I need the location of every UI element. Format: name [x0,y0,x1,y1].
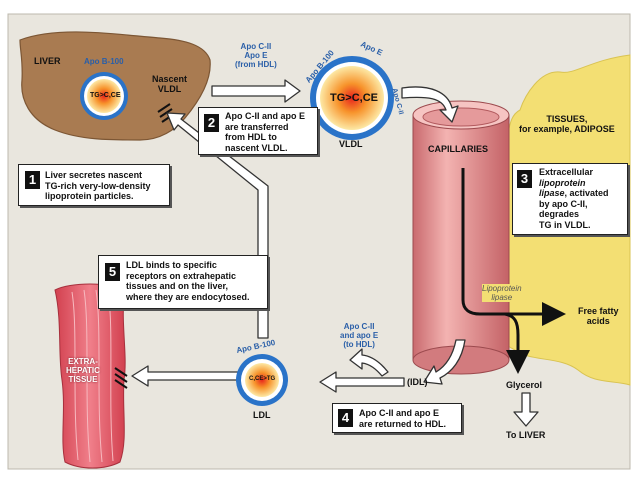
apo-from-hdl-label: Apo C-II Apo E (from HDL) [235,42,277,69]
vldl-particle [310,56,394,140]
step-3-number: 3 [517,170,532,188]
step-2-text: Apo C-II and apo E are transferred from … [225,111,305,153]
step-4-number: 4 [338,409,353,427]
tissues-adipose-label: TISSUES, for example, ADIPOSE [519,114,615,134]
lipolysis-pathway-lines [461,168,566,374]
vldl-label: VLDL [339,139,363,149]
ldl-core-label: C,CE>TG [249,376,276,382]
nascent-vldl-particle [80,72,128,120]
ldl-label: LDL [253,410,271,420]
step-1-text: Liver secretes nascent TG-rich very-low-… [45,170,151,201]
apo-to-hdl-label: Apo C-II and apo E (to HDL) [340,322,379,349]
arrow-capillary-to-idl [423,339,466,385]
muscle-receptor-mark [114,367,128,389]
step-1-box: 1 Liver secretes nascent TG-rich very-lo… [18,164,170,206]
arrow-liver-to-vldl [211,79,301,103]
step-5-text: LDL binds to specific receptors on extra… [126,260,250,302]
capillaries-label: CAPILLARIES [428,144,489,154]
step-2-number: 2 [204,114,219,132]
lipoprotein-lipase-label: Lipoprotein lipase [482,284,522,302]
step-5-box: 5 LDL binds to specific receptors on ext… [98,255,268,309]
arrow-vldl-to-capillary [401,86,459,123]
step-3-text: Extracellular lipoprotein lipase, activa… [539,167,609,230]
tg-nascent-core-label: TG>C,CE [90,92,121,99]
idl-label: (IDL) [407,377,428,387]
free-fatty-acids-label: Free fatty acids [578,306,619,326]
capillary-tube-body [412,114,510,361]
step-5-number: 5 [105,263,120,281]
step-4-text: Apo C-II and apo E are returned to HDL. [359,408,447,429]
step-4-box: 4 Apo C-II and apo E are returned to HDL… [332,403,462,433]
arrow-glycerol-to-liver [513,392,539,427]
capillary-tube-opening [422,107,500,127]
arrow-idl-to-hdl [349,348,389,377]
step-2-box: 2 Apo C-II and apo E are transferred fro… [198,107,318,155]
step-1-number: 1 [25,171,40,189]
extrahepatic-tissue-label: EXTRA- HEPATIC TISSUE [66,357,100,384]
muscle-fibers [71,289,114,463]
apo-b100-nascent-label: Apo B-100 [84,57,124,66]
glycerol-label: Glycerol [506,380,543,390]
step-3-box: 3 Extracellular lipoprotein lipase, acti… [512,163,628,235]
to-liver-label: To LIVER [506,430,546,440]
ldl-particle [236,354,288,406]
tg-vldl-core-label: TG>C,CE [330,92,378,104]
nascent-vldl-label: Nascent VLDL [152,74,188,94]
arrow-ldl-to-liver [166,112,269,339]
arrow-idl-to-ldl [319,371,405,393]
liver-label: LIVER [34,56,61,66]
arrow-ldl-to-extrahepatic [131,365,239,387]
